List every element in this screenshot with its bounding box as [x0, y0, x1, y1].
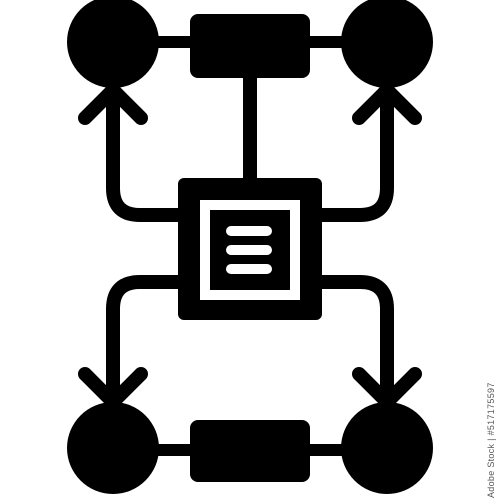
- document-line-1: [226, 226, 272, 236]
- bottom-process-box: [190, 420, 310, 482]
- bottom-left-node-circle: [67, 402, 159, 494]
- stock-id-label: Adobe Stock | #517175597: [486, 382, 496, 498]
- right-up-flow-path: [315, 91, 394, 222]
- left-down-arrowhead: [78, 367, 148, 409]
- left-down-flow-path: [106, 275, 185, 399]
- left-up-flow-path: [106, 91, 185, 222]
- right-down-flow-path: [315, 275, 394, 399]
- top-left-node-circle: [67, 0, 159, 88]
- left-up-arrowhead: [78, 83, 148, 125]
- top-process-box: [190, 14, 310, 78]
- right-down-arrowhead: [352, 367, 422, 409]
- right-up-arrowhead: [352, 83, 422, 125]
- document-line-2: [226, 245, 272, 255]
- top-right-node-circle: [341, 0, 433, 88]
- bottom-right-node-circle: [341, 402, 433, 494]
- document-line-3: [226, 264, 272, 274]
